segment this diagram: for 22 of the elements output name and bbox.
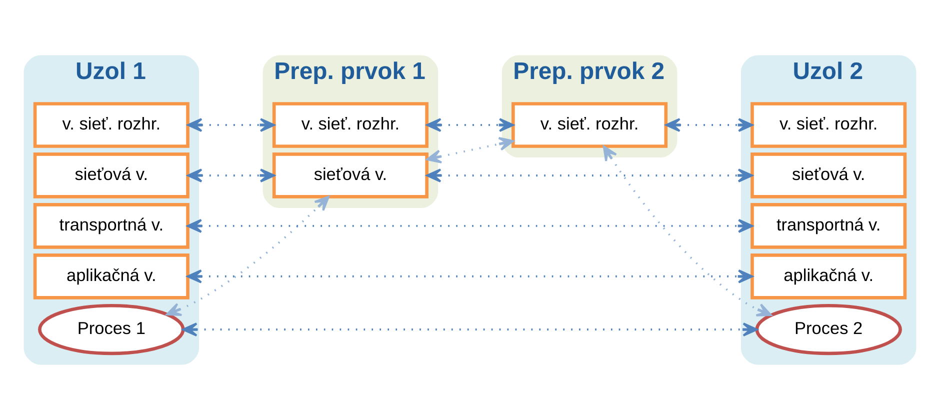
arrow (182, 322, 758, 336)
node-box: v. sieť. rozhr. (512, 102, 668, 148)
node-box: sieťová v. (33, 152, 190, 198)
arrow (426, 136, 514, 164)
arrow (665, 118, 754, 132)
node-box: v. sieť. rozhr. (272, 102, 428, 148)
node-box: sieťová v. (750, 152, 907, 198)
arrow (602, 146, 772, 316)
arrow (186, 218, 754, 233)
node-box: aplikačná v. (33, 254, 190, 300)
arrow (426, 168, 753, 182)
arrow (166, 196, 330, 316)
arrow (426, 118, 514, 132)
node-box: transportná v. (750, 203, 907, 249)
node-box: transportná v. (33, 203, 190, 249)
node-box: aplikačná v. (750, 254, 907, 300)
node-box: sieťová v. (272, 152, 428, 198)
node-box: v. sieť. rozhr. (750, 102, 907, 148)
arrow (186, 269, 754, 284)
arrow (187, 118, 275, 132)
node-box: v. sieť. rozhr. (33, 102, 190, 148)
arrow (187, 168, 275, 182)
